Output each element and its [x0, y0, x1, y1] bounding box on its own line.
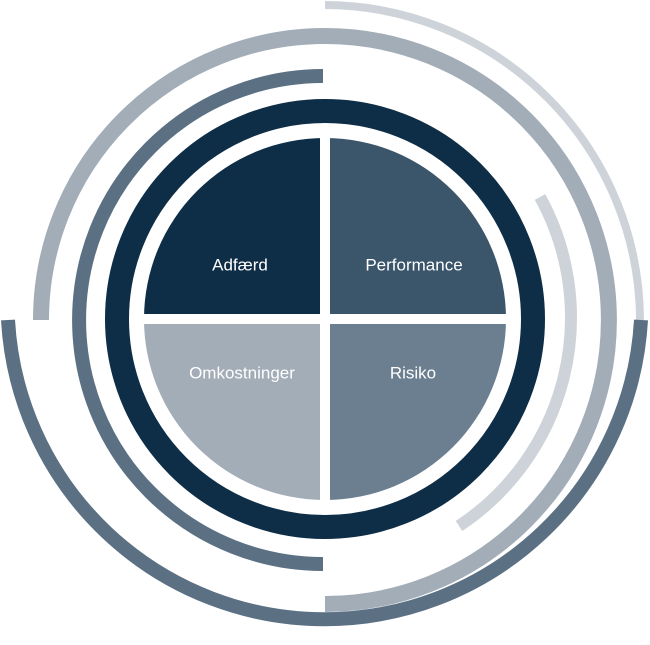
label-omkostninger: Omkostninger: [189, 363, 295, 382]
quadrant-adfaerd[interactable]: [144, 138, 325, 319]
label-performance: Performance: [365, 255, 462, 274]
arc-pale-inner-right: [455, 194, 577, 532]
navy-ring: [105, 99, 545, 539]
quadrant-risiko[interactable]: [325, 319, 506, 500]
arc-gray-top-to-bottom-right: [324, 28, 617, 612]
arc-steel-left: [72, 69, 324, 571]
arc-outer-pale-top-right: [324, 1, 644, 321]
quadrant-omkostninger[interactable]: [144, 319, 325, 500]
outer-arcs: [1, 1, 648, 627]
quadrant-performance[interactable]: [325, 138, 506, 319]
quadrant-pie: [136, 130, 514, 508]
label-risiko: Risiko: [390, 363, 436, 382]
label-adfaerd: Adfærd: [212, 255, 268, 274]
quadrant-labels: Adfærd Performance Omkostninger Risiko: [189, 255, 463, 382]
arc-gray-top-left: [33, 28, 326, 321]
arc-steel-bottom: [1, 319, 648, 627]
